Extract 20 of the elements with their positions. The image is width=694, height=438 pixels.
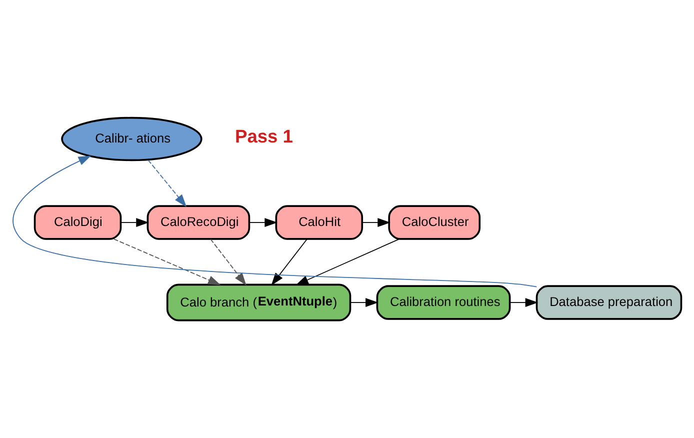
node-box: CaloHit: [275, 205, 364, 240]
arrow: [271, 238, 308, 286]
arrow: [12, 156, 538, 288]
arrow: [114, 238, 221, 286]
arrow: [120, 218, 149, 227]
node-box: CaloDigi: [34, 205, 122, 240]
label: Pass 1: [235, 126, 293, 147]
node-box: Calo branch (EventNtuple): [166, 284, 352, 322]
node-box: CaloRecoDigi: [146, 205, 250, 240]
arrow: [350, 298, 378, 307]
node-box: Calibration routines: [376, 285, 511, 320]
arrow: [296, 238, 400, 286]
node-ellipse: Calibr- ations: [61, 116, 202, 162]
arrow: [148, 160, 187, 208]
arrow: [248, 218, 278, 227]
arrow: [210, 238, 246, 286]
node-box: Database preparation: [536, 285, 682, 320]
arrow: [362, 218, 390, 227]
arrow: [510, 298, 538, 307]
node-box: CaloCluster: [388, 205, 481, 240]
